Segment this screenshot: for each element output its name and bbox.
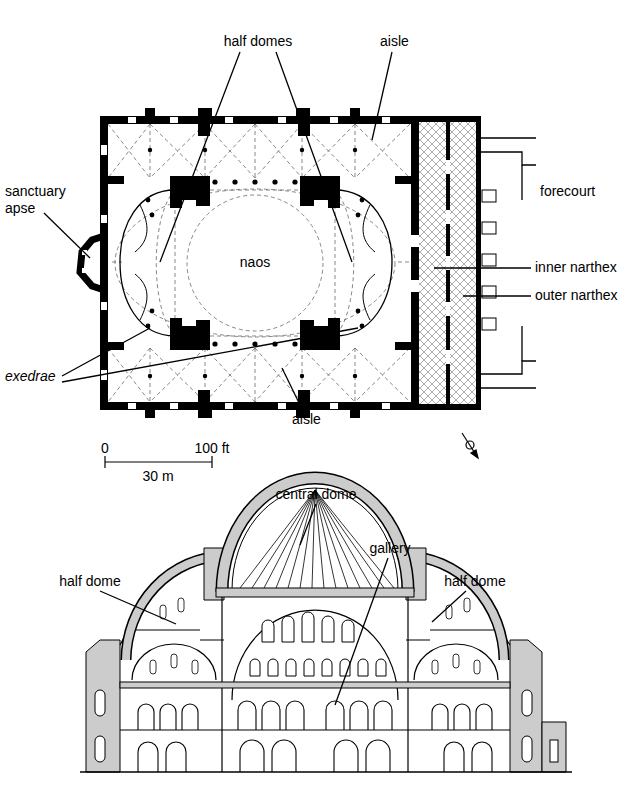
callout-label: exedrae — [5, 368, 56, 385]
scale-number: 30 m — [142, 468, 173, 485]
callout-label: inner narthex — [535, 259, 617, 276]
callout-label: aisle — [380, 33, 409, 50]
scale-number: 100 ft — [194, 440, 229, 457]
callout-label: half dome — [444, 573, 505, 590]
callout-label: half dome — [59, 573, 120, 590]
plan — [44, 52, 536, 468]
area-label: forecourt — [540, 183, 595, 200]
callout-label: aisle — [292, 411, 321, 428]
room-label: naos — [240, 254, 270, 271]
callout-label: gallery — [369, 540, 410, 557]
scale-number: 0 — [101, 440, 109, 457]
callout-label: sanctuary apse — [5, 183, 75, 217]
section — [80, 478, 572, 772]
callout-label: central dome — [276, 486, 357, 503]
callout-label: outer narthex — [535, 287, 618, 304]
callout-label: half domes — [224, 33, 292, 50]
